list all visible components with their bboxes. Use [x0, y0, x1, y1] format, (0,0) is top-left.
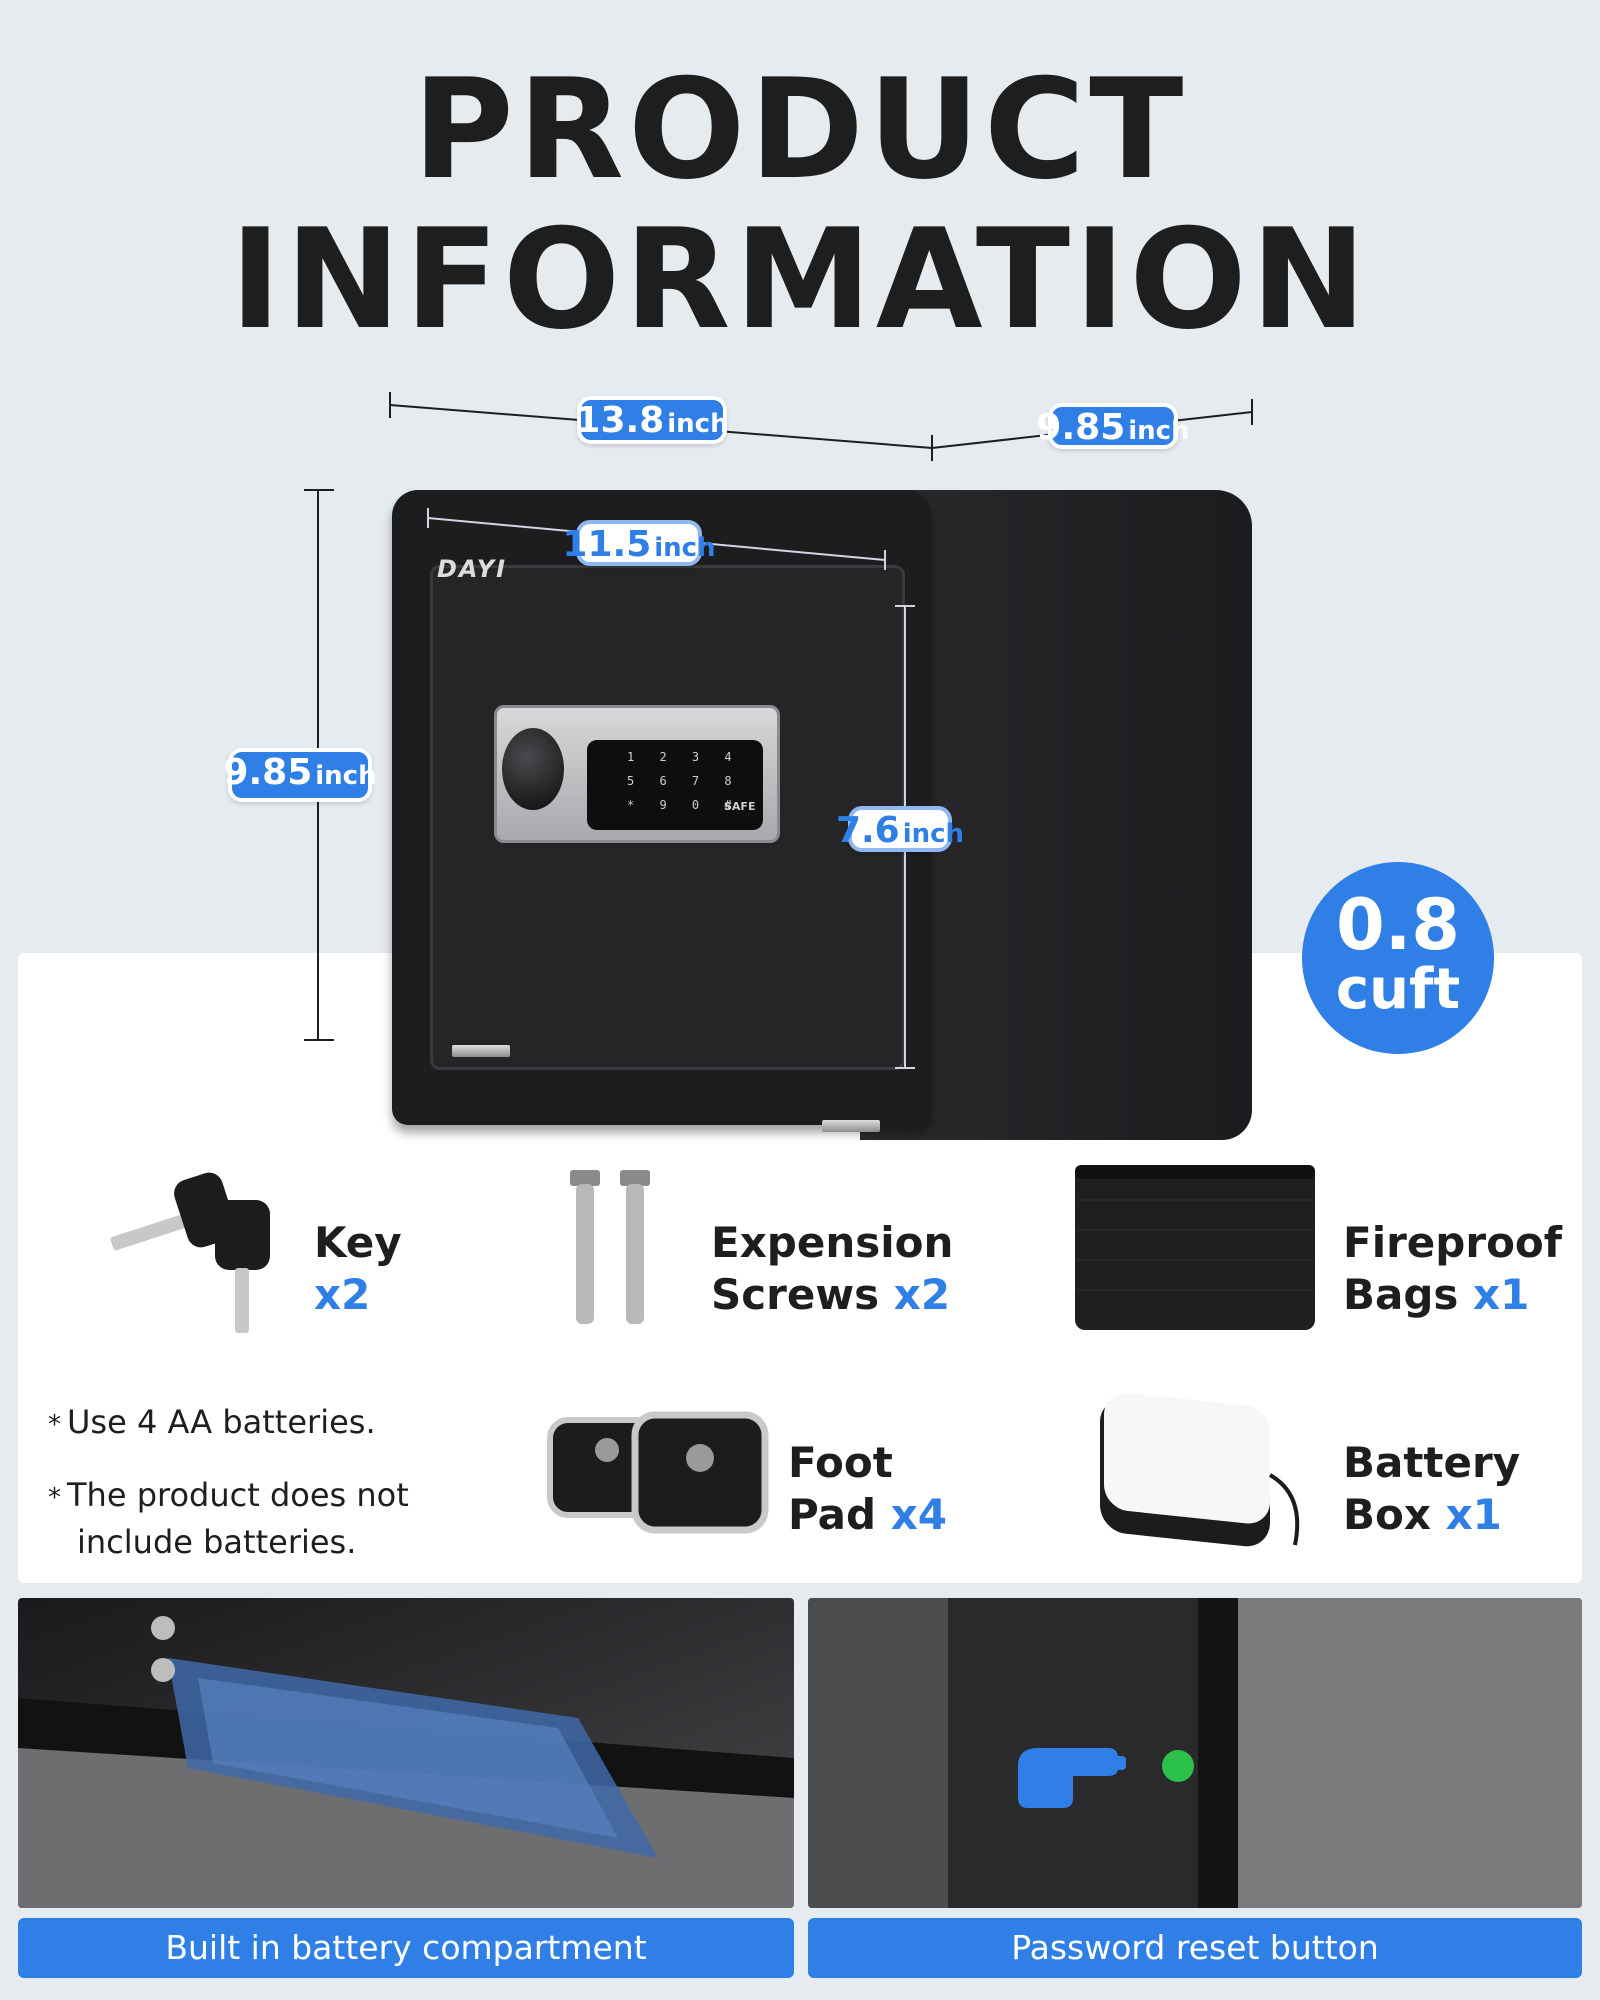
password-reset-photo — [808, 1598, 1582, 1908]
outer-height-unit: inch — [315, 761, 377, 791]
accessory-battery-name-l1: Battery — [1343, 1438, 1521, 1487]
accessory-key-name: Key — [314, 1218, 402, 1267]
battery-box-icon — [1100, 1392, 1300, 1547]
keypad-row-3: * 9 0 # — [627, 798, 741, 812]
note-star-1: * — [48, 1410, 61, 1440]
safe-brand-logo: DAYI — [437, 555, 508, 583]
note-excluded-l2: include batteries. — [77, 1523, 357, 1561]
safe-foot — [822, 1120, 880, 1132]
accessory-foot-name-l1: Foot — [788, 1438, 893, 1487]
inner-width-value: 11.5 — [562, 524, 652, 565]
note-excluded: *The product does not include batteries. — [48, 1473, 409, 1564]
accessory-screws-name-l2: Screws — [711, 1270, 880, 1319]
accessory-foot-pad: Foot Pad x4 — [788, 1437, 947, 1541]
inner-height-unit: inch — [902, 819, 965, 849]
accessory-bag-name-l1: Fireproof — [1343, 1218, 1563, 1267]
knob-icon — [502, 728, 564, 810]
keypad: 1 2 3 4 5 6 7 8 * 9 0 # — [587, 740, 763, 830]
key-icon — [110, 1172, 270, 1333]
keypad-safe-label: SAFE — [724, 800, 756, 813]
accessory-battery-qty: x1 — [1445, 1490, 1502, 1539]
accessory-foot-qty: x4 — [890, 1490, 948, 1539]
screw-icon — [570, 1170, 650, 1324]
accessory-foot-name-l2: Pad — [788, 1490, 877, 1539]
accessory-bag-name-l2: Bags — [1343, 1270, 1459, 1319]
caption-password-reset: Password reset button — [808, 1918, 1582, 1978]
safe-foot — [452, 1045, 510, 1057]
caption-battery-compartment: Built in battery compartment — [18, 1918, 794, 1978]
capacity-badge: 0.8 cuft — [1302, 862, 1494, 1054]
accessory-battery-name-l2: Box — [1343, 1490, 1431, 1539]
capacity-unit: cuft — [1335, 957, 1461, 1022]
outer-depth-value: 9.85 — [1036, 407, 1126, 448]
password-reset-illustration — [808, 1598, 1582, 1908]
outer-width-unit: inch — [667, 409, 729, 439]
battery-compartment-illustration — [18, 1616, 794, 1908]
accessory-screws-qty: x2 — [893, 1270, 951, 1319]
outer-height-value: 9.85 — [223, 752, 313, 793]
capacity-value: 0.8 — [1335, 884, 1460, 966]
title-line-1: PRODUCT — [412, 49, 1188, 210]
reset-button-led — [1162, 1750, 1194, 1782]
keypad-row-1: 1 2 3 4 — [627, 750, 741, 764]
note-star-2: * — [48, 1483, 61, 1513]
outer-depth-unit: inch — [1128, 416, 1190, 446]
foot-pad-icon — [547, 1411, 769, 1534]
inner-height-value: 7.6 — [835, 810, 900, 851]
accessory-battery-box: Battery Box x1 — [1343, 1437, 1520, 1541]
accessory-screws: Expension Screws x2 — [711, 1217, 953, 1321]
title-line-2: INFORMATION — [229, 199, 1371, 360]
accessory-bag-qty: x1 — [1473, 1270, 1530, 1319]
outer-width-value: 13.8 — [575, 400, 665, 441]
accessory-fireproof-bag: Fireproof Bags x1 — [1343, 1217, 1562, 1321]
inner-width-unit: inch — [654, 533, 716, 563]
accessory-key: Key x2 — [314, 1217, 402, 1321]
accessory-screws-name-l1: Expension — [711, 1218, 954, 1267]
note-excluded-l1: The product does not — [67, 1476, 409, 1514]
note-batteries-text: Use 4 AA batteries. — [67, 1403, 376, 1441]
fireproof-bag-icon — [1075, 1165, 1315, 1330]
note-batteries: *Use 4 AA batteries. — [48, 1400, 376, 1447]
keypad-row-2: 5 6 7 8 — [627, 774, 741, 788]
accessory-key-qty: x2 — [314, 1270, 371, 1319]
battery-compartment-photo — [18, 1598, 794, 1908]
